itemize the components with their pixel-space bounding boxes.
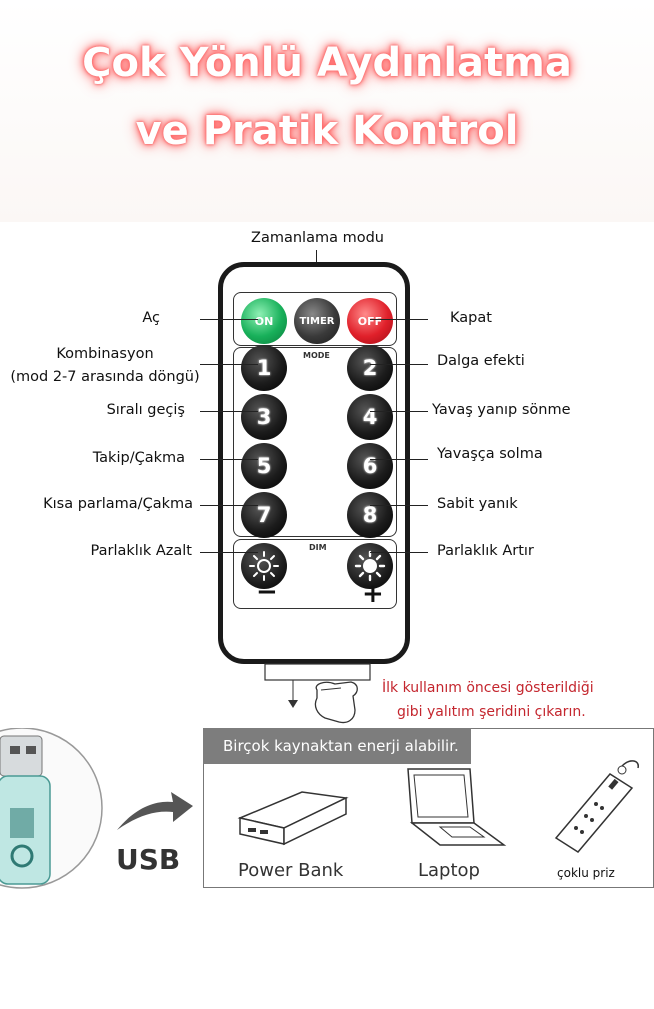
sun-filled-icon [354, 550, 386, 582]
mode-button-7[interactable]: 7 [241, 492, 287, 538]
label-mode-4: Yavaş yanıp sönme [432, 402, 571, 418]
leader-mode-5 [200, 459, 258, 461]
on-button[interactable]: ON [241, 298, 287, 344]
usb-receiver-image [0, 728, 103, 889]
label-on: Aç [142, 310, 160, 326]
leader-mode-1 [200, 364, 258, 366]
leader-mode-4 [370, 411, 428, 413]
dim-panel [233, 539, 397, 609]
minus-sign: − [256, 577, 278, 607]
timer-button[interactable]: TIMER [294, 298, 340, 344]
mode-panel [233, 347, 397, 537]
mode-button-1[interactable]: 1 [241, 345, 287, 391]
arrow-icon [117, 792, 193, 830]
remote-control: ON TIMER OFF MODE 1 2 3 4 5 6 7 8 DIM [218, 262, 410, 664]
title-line-2: ve Pratik Kontrol [135, 108, 519, 154]
dim-down-button[interactable] [241, 543, 287, 589]
plus-sign: + [362, 579, 384, 609]
leader-mode-7 [200, 505, 258, 507]
off-button[interactable]: OFF [347, 298, 393, 344]
leader-mode-3 [200, 411, 258, 413]
leader-dim-down [200, 552, 258, 554]
usb-label: USB [116, 843, 181, 876]
label-off: Kapat [450, 310, 492, 326]
label-mode-7: Kısa parlama/Çakma [43, 496, 193, 512]
power-sources-banner: Birçok kaynaktan enerji alabilir. [203, 728, 471, 764]
label-dim-down: Parlaklık Azalt [90, 543, 192, 559]
leader-dim-up [370, 552, 428, 554]
source-power-strip: çoklu priz [557, 866, 615, 880]
power-strip-icon [554, 760, 639, 853]
label-mode-1-line1: Kombinasyon [56, 346, 154, 362]
dim-up-button[interactable] [347, 543, 393, 589]
label-mode-3: Sıralı geçiş [106, 402, 185, 418]
leader-mode-2 [370, 364, 428, 366]
note-line-2: gibi yalıtım şeridini çıkarın. [397, 704, 586, 720]
leader-mode-8 [370, 505, 428, 507]
label-dim-up: Parlaklık Artır [437, 543, 534, 559]
mode-button-5[interactable]: 5 [241, 443, 287, 489]
source-laptop: Laptop [418, 860, 480, 881]
dim-tag: DIM [309, 543, 327, 552]
label-mode-6: Yavaşça solma [437, 446, 543, 462]
mode-tag: MODE [303, 351, 330, 360]
label-mode-5: Takip/Çakma [92, 450, 185, 466]
label-mode-8: Sabit yanık [437, 496, 518, 512]
mode-button-6[interactable]: 6 [347, 443, 393, 489]
header-banner: Çok Yönlü Aydınlatma ve Pratik Kontrol [0, 0, 654, 222]
mode-button-4[interactable]: 4 [347, 394, 393, 440]
source-power-bank: Power Bank [238, 860, 344, 881]
note-line-1: İlk kullanım öncesi gösterildiği [382, 680, 594, 696]
power-bank-icon [237, 791, 349, 846]
mode-button-2[interactable]: 2 [347, 345, 393, 391]
sun-outline-icon [249, 551, 279, 581]
label-mode-1-line2: (mod 2-7 arasında döngü) [10, 369, 200, 385]
mode-button-3[interactable]: 3 [241, 394, 287, 440]
label-timer-mode: Zamanlama modu [251, 230, 384, 246]
label-mode-2: Dalga efekti [437, 353, 525, 369]
laptop-icon [407, 768, 507, 846]
title-line-1: Çok Yönlü Aydınlatma [82, 40, 572, 86]
leader-on [200, 319, 258, 321]
mode-button-8[interactable]: 8 [347, 492, 393, 538]
leader-off [370, 319, 428, 321]
insulation-strip-illustration [264, 663, 371, 724]
leader-mode-6 [370, 459, 428, 461]
